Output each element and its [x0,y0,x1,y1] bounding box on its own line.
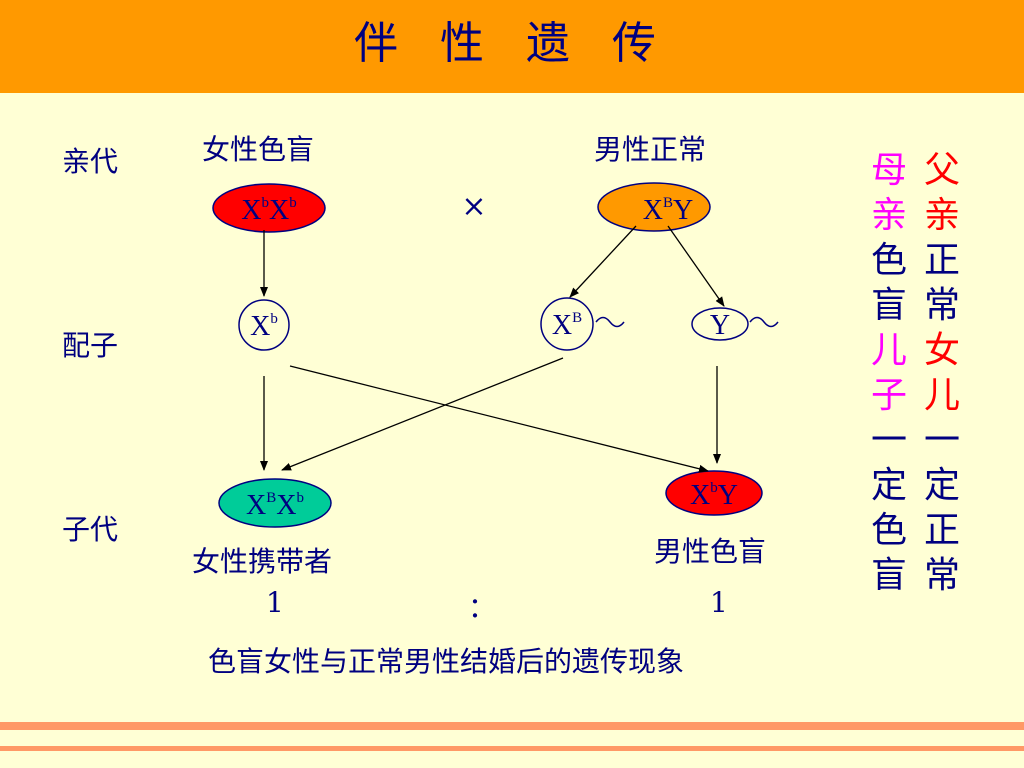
male-offspring-node [665,470,763,516]
side-char: 盲 [870,285,907,326]
title-bar [0,0,1024,93]
arrow-xB-to-daughter [281,357,564,471]
side-char: 女 [923,330,960,371]
side-char: 正 [923,240,960,281]
side-char: 定 [870,465,907,506]
side-char: 亲 [870,195,907,236]
ratio-left: 1 [266,586,284,619]
gamete-y-label: Y [710,310,730,341]
side-char: 儿 [870,330,907,371]
bottom-stripe-1 [0,722,1024,730]
gamete-xb-label: Xb [250,311,278,342]
side-char: 色 [870,510,907,551]
side-char: 定 [923,465,960,506]
side-char: 母 [870,150,907,191]
female-parent-node [212,183,326,233]
side-char: 常 [923,555,960,596]
female-offspring-node [218,478,332,528]
male-parent-genotype: XBY [643,195,693,226]
side-char: 亲 [923,195,960,236]
female-carrier-label: 女性携带者 [192,545,333,578]
gamete-y-node [691,307,749,341]
side-char: 色 [870,240,907,281]
cross-symbol: × [461,189,486,224]
side-text-mother: 母 亲 色 盲 儿 子 一 定 色 盲 [869,148,909,598]
row-label-parents: 亲代 [62,145,119,178]
bottom-stripe-2 [0,746,1024,751]
side-text-father: 父 亲 正 常 女 儿 一 定 正 常 [922,148,962,598]
ratio-right: 1 [710,586,728,619]
gamete-xb-node [238,299,290,351]
gamete-xB-label: XB [552,310,582,341]
male-parent-node [597,182,711,232]
side-char: 子 [870,375,907,416]
side-char: 常 [923,285,960,326]
arrow-father-to-y [667,225,725,307]
female-offspring-genotype: XBXb [246,490,304,521]
sperm-tail-1 [595,316,625,328]
slide-title: 伴 性 遗 传 [354,18,670,69]
side-char: 一 [870,420,907,461]
caption: 色盲女性与正常男性结婚后的遗传现象 [208,645,685,678]
side-char: 儿 [923,375,960,416]
gamete-xB-node [540,297,594,351]
side-char: 盲 [870,555,907,596]
arrow-xb-to-son [289,365,709,473]
male-parent-label: 男性正常 [594,133,707,166]
side-char: 父 [923,150,960,191]
female-parent-label: 女性色盲 [202,133,315,166]
side-char: 一 [923,420,960,461]
sperm-tail-2 [749,316,779,328]
row-label-gametes: 配子 [62,329,119,362]
row-label-offspring: 子代 [62,513,119,546]
male-offspring-genotype: XbY [690,480,738,511]
side-char: 正 [923,510,960,551]
ratio-separator: ： [468,591,497,624]
arrow-father-to-xB [569,225,637,298]
female-parent-genotype: XbXb [241,195,296,226]
male-colorblind-label: 男性色盲 [654,535,767,568]
